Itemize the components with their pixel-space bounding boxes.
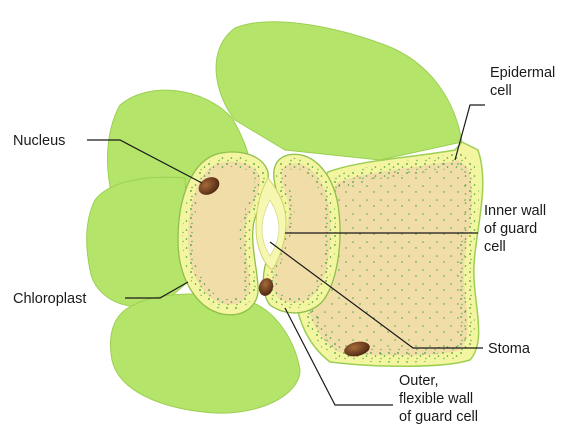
label-nucleus: Nucleus [13, 133, 65, 149]
epidermal-cell-left [87, 177, 190, 307]
label-epidermal-cell: Epidermal cell [490, 65, 559, 99]
guard-cell-left [178, 152, 268, 315]
label-chloroplast: Chloroplast [13, 291, 86, 307]
epidermal-cell-top [216, 22, 462, 160]
label-inner-wall: Inner wall of guard cell [484, 203, 550, 255]
label-outer-wall: Outer, flexible wall of guard cell [399, 373, 478, 425]
label-stoma: Stoma [488, 341, 531, 357]
epidermal-cell-bottom-left [111, 294, 300, 413]
